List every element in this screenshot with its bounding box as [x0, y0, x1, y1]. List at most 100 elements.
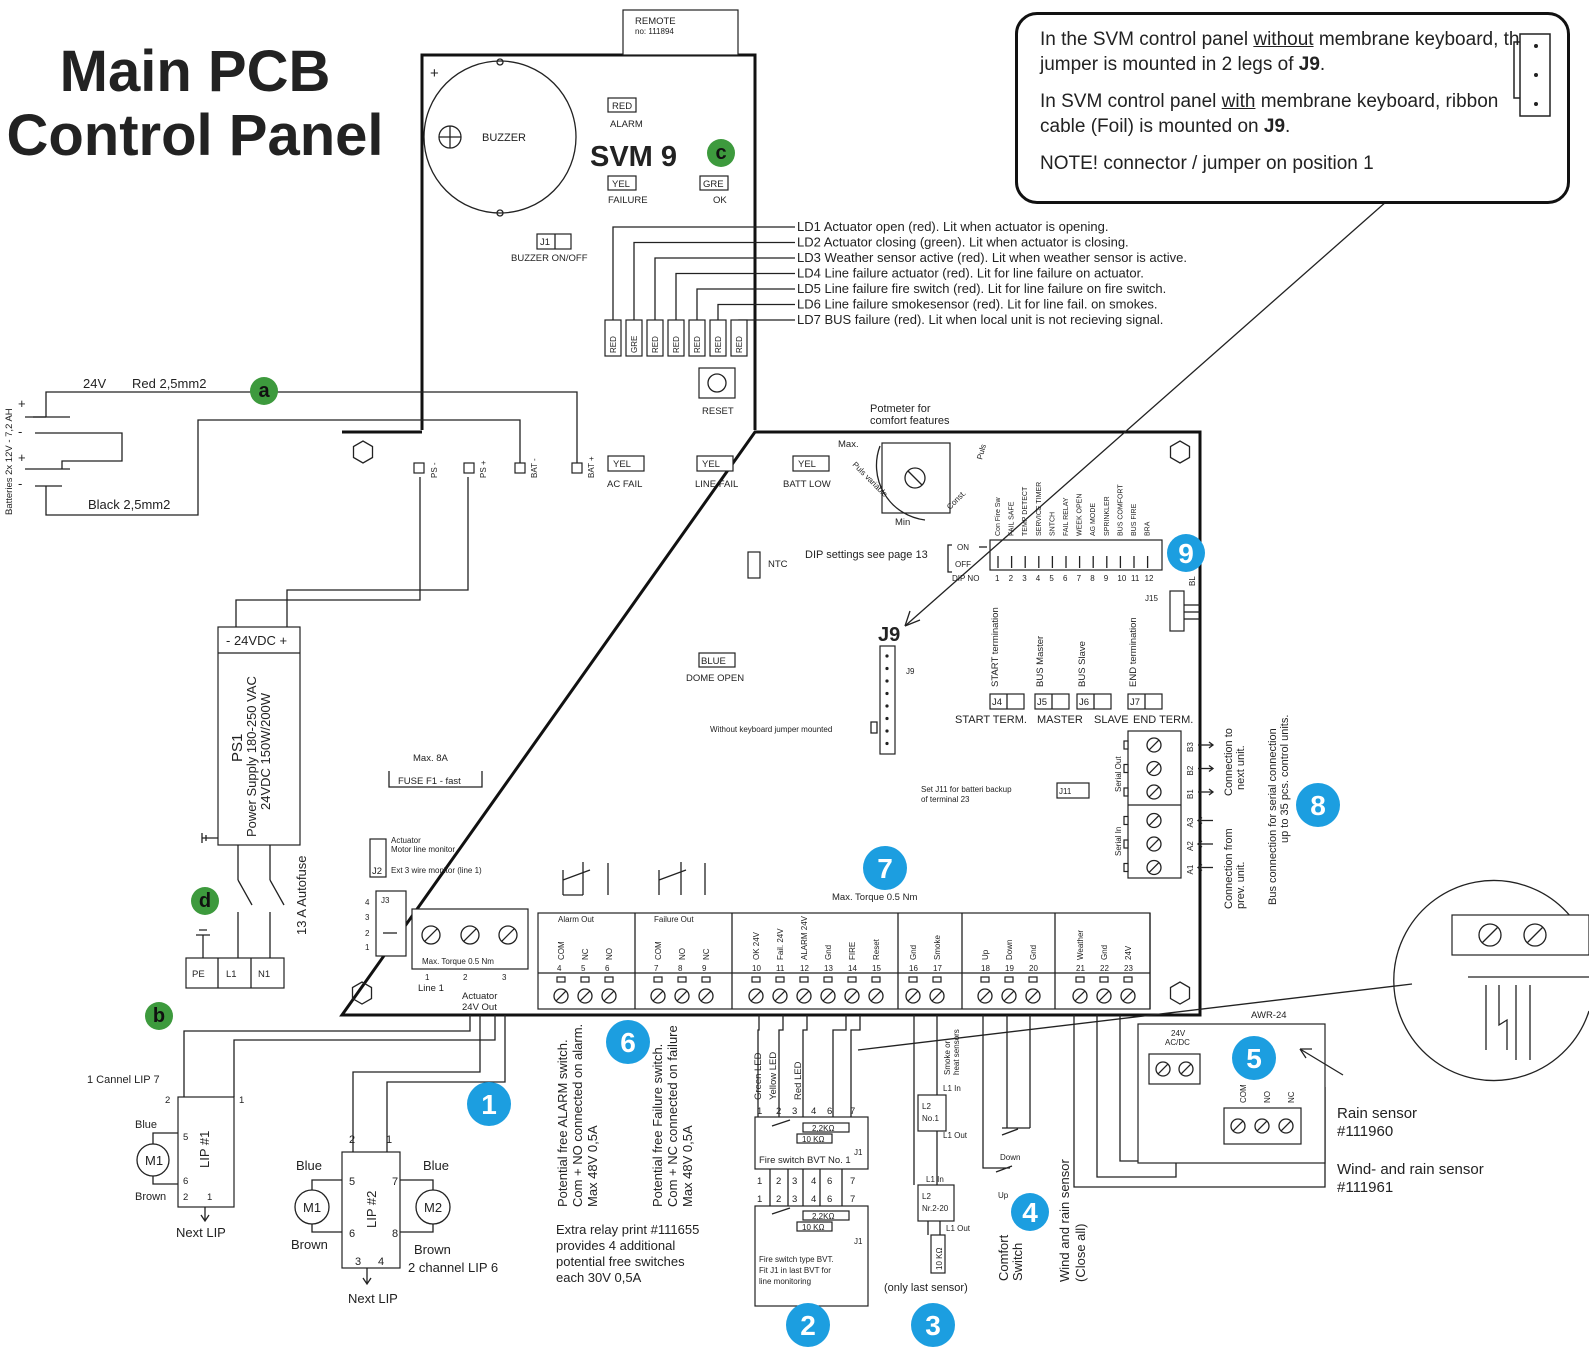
- led-description-6: LD6 Line failure smokesensor (red). Lit …: [797, 297, 1158, 312]
- jumper-j4-label: J4: [992, 697, 1002, 708]
- terminal-num-23: 23: [1124, 964, 1133, 973]
- dip-label-4: SERVICE TIMER: [1036, 482, 1043, 536]
- awr-power-terminal: [1148, 1053, 1201, 1085]
- actuator-out-label: Actuator: [462, 991, 497, 1002]
- title-line1: Main PCB: [59, 39, 331, 104]
- terminal-screw-16: [905, 988, 921, 1004]
- svg-text:1: 1: [386, 1134, 392, 1146]
- serial-screw-a3: [1146, 812, 1162, 829]
- svg-text:3: 3: [355, 1256, 361, 1268]
- awr-nc: NC: [1287, 1091, 1296, 1103]
- l1-label: L1: [226, 969, 237, 980]
- svg-text:2: 2: [183, 1192, 188, 1203]
- fire-type-label3: line monitoring: [759, 1277, 811, 1286]
- terminal-label-14: FIRE: [848, 942, 857, 960]
- wind-rain-label: Wind and rain sensor: [1057, 1158, 1072, 1282]
- serial-screw-a1: [1146, 859, 1162, 876]
- dip-switch-block[interactable]: [989, 539, 1163, 571]
- zoom-leader-line: [857, 983, 1413, 1051]
- l2-nr-sub: Nr.2-20: [922, 1204, 949, 1213]
- led-failure: [607, 175, 637, 191]
- terminal-label-12: ALARM 24V: [800, 915, 809, 960]
- terminal-label-11: Fail. 24V: [776, 928, 785, 960]
- next-lip-arrow-icon: [200, 1207, 210, 1223]
- fuse-label: FUSE F1 - fast: [398, 776, 461, 787]
- mounting-hole-2: [1169, 440, 1191, 464]
- led-ld6-code: RED: [714, 336, 723, 353]
- bus-connection-label: Bus connection for serial connection: [1267, 728, 1279, 905]
- svg-text:2: 2: [463, 973, 468, 982]
- motor-m2-label: M2: [424, 1200, 442, 1215]
- terminal-num-22: 22: [1100, 964, 1109, 973]
- serial-screw-b3: [1146, 737, 1162, 753]
- r10-label-1: 10 KΩ: [802, 1135, 824, 1144]
- terminal-screw-12: [796, 988, 812, 1004]
- svg-text:1: 1: [239, 1095, 244, 1106]
- battery1-plus: +: [18, 396, 26, 411]
- svg-text:4: 4: [378, 1256, 384, 1268]
- dip-num-11: 11: [1131, 574, 1140, 583]
- lip1-wire-a: [183, 1015, 471, 1097]
- line1-label: Line 1: [418, 983, 444, 994]
- lip2-blue-left: Blue: [296, 1158, 322, 1173]
- wind-rain-sensor-label: Wind- and rain sensor: [1337, 1161, 1484, 1178]
- serial-out-label: Serial Out: [1114, 756, 1123, 792]
- note1-underline: without: [1253, 29, 1314, 50]
- motor-m1b-label: M1: [303, 1200, 321, 1215]
- svg-text:4: 4: [811, 1106, 816, 1117]
- lip7-title: 1 Cannel LIP 7: [87, 1074, 160, 1086]
- terminal-label-23: 24V: [1124, 945, 1133, 960]
- marker-n5-label: 5: [1246, 1043, 1262, 1074]
- reset-button[interactable]: [698, 367, 736, 399]
- svg-text:2: 2: [776, 1176, 781, 1187]
- marker-b: [145, 1002, 173, 1030]
- fail-switch-text3: Max 48V 0,5A: [680, 1125, 695, 1207]
- bvt1-j1-label: J1: [854, 1148, 863, 1157]
- dip-num-12: 12: [1145, 574, 1154, 583]
- serial-label-b1: B1: [1186, 789, 1195, 799]
- terminal-screw-21: [1072, 988, 1088, 1004]
- terminal-num-11: 11: [776, 964, 785, 973]
- l2-no1-sub: No.1: [922, 1114, 939, 1123]
- note-line1: In the SVM control panel without membran…: [1040, 29, 1531, 75]
- jumper-j4-bottom: START TERM.: [955, 714, 1027, 726]
- marker-d: [191, 887, 219, 915]
- svg-text:5: 5: [183, 1132, 188, 1143]
- dip-label-9: SPRINKLER: [1104, 496, 1111, 536]
- alarm-out-label: Alarm Out: [558, 915, 595, 924]
- marker-c: [707, 139, 735, 167]
- potmeter[interactable]: [881, 442, 951, 514]
- svg-text:5: 5: [349, 1176, 355, 1188]
- svg-text:1: 1: [207, 1192, 212, 1203]
- jumper-j7-top: END termination: [1128, 617, 1139, 687]
- j9-small-label: J9: [906, 667, 915, 676]
- awr-com: COM: [1239, 1084, 1248, 1103]
- dip-num-6: 6: [1063, 574, 1068, 583]
- note1-post: membrane keyboard, the jumper is mounted…: [1040, 29, 1531, 75]
- potmeter-knob-icon: [904, 467, 926, 489]
- lip2-wire-a: [352, 1015, 481, 1152]
- led-ld1: [604, 319, 622, 357]
- psu-name: PS1: [229, 734, 246, 762]
- terminal-num-15: 15: [872, 964, 881, 973]
- marker-c-label: c: [715, 142, 726, 164]
- conn-next-label: Connection to: [1223, 728, 1235, 796]
- comfort-switch-label: Comfort: [996, 1234, 1011, 1281]
- conn-prev-label: Connection from: [1223, 828, 1235, 909]
- black-wire: [45, 419, 521, 516]
- terminal-bat-minus: [514, 462, 526, 474]
- awr-acdc: AC/DC: [1165, 1038, 1190, 1047]
- note2-bold: J9: [1263, 116, 1286, 137]
- terminal-label-15: Reset: [872, 938, 881, 960]
- marker-n7-label: 7: [877, 853, 893, 884]
- remote-label: REMOTE: [635, 16, 676, 27]
- psu-voltage: - 24VDC +: [226, 633, 287, 648]
- terminal-num-4: 4: [557, 964, 562, 973]
- svg-text:3: 3: [792, 1176, 797, 1187]
- wind-rain-sensor-number: #111961: [1337, 1179, 1393, 1196]
- remote-box: [622, 9, 739, 56]
- dip-label-1: Con Fire Sw: [995, 497, 1002, 536]
- buzzer-label: BUZZER: [482, 132, 526, 144]
